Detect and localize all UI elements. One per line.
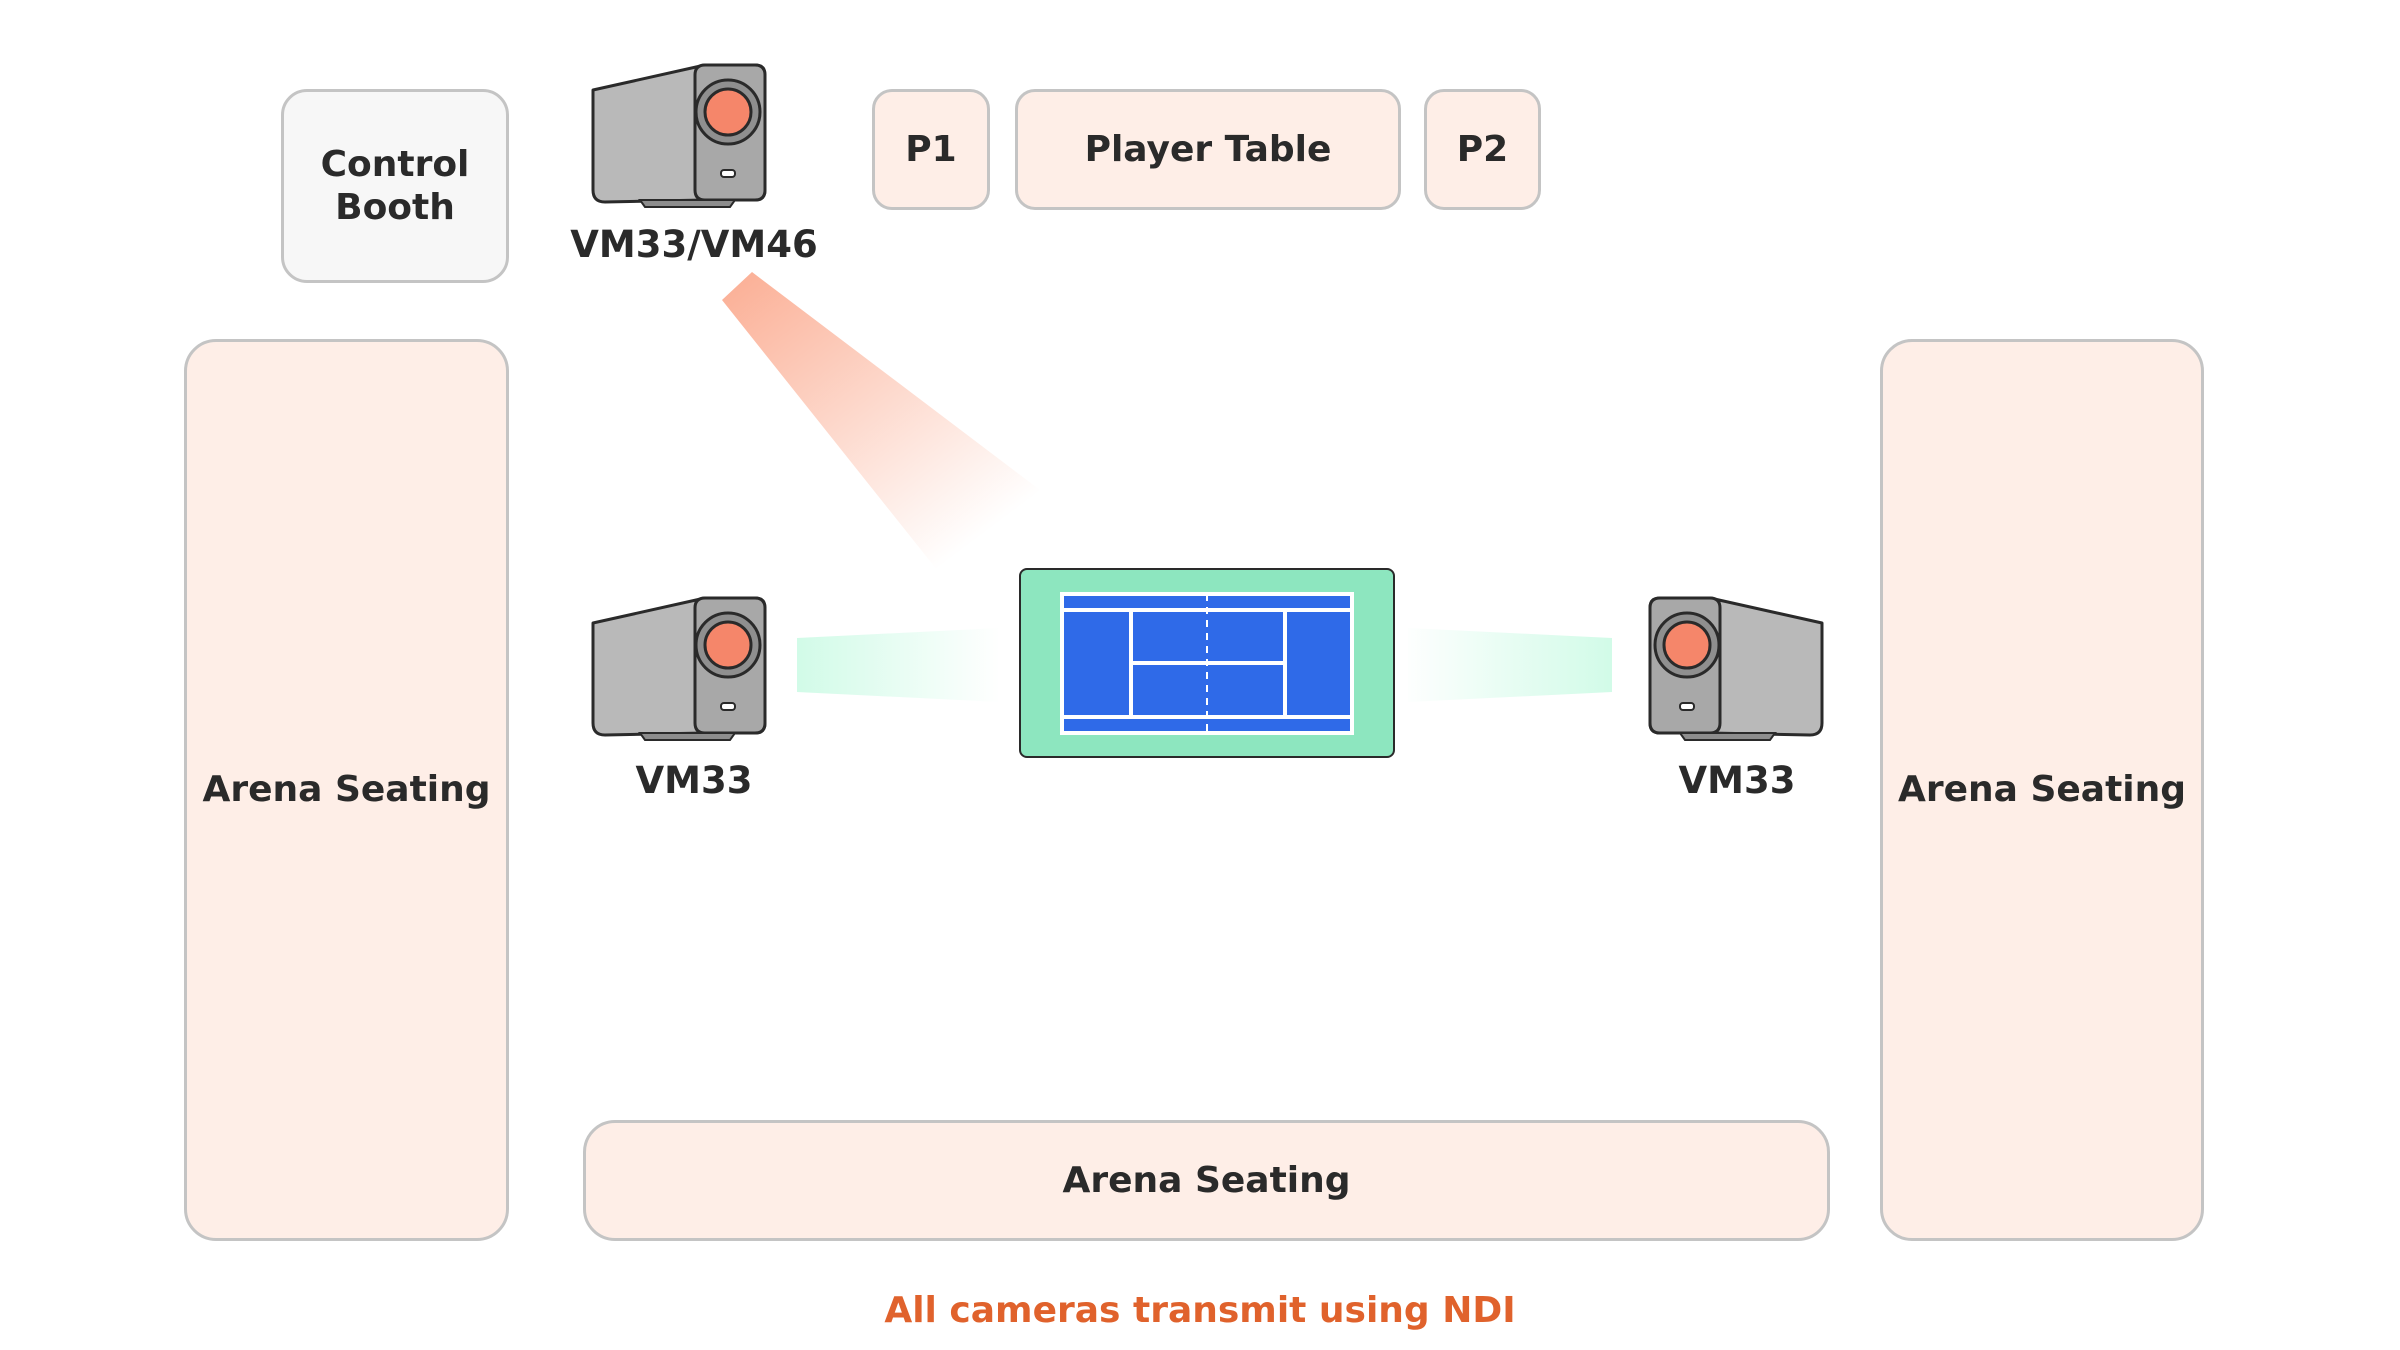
footer-note: All cameras transmit using NDI	[884, 1290, 1516, 1331]
arena-seating-right: Arena Seating	[1880, 339, 2204, 1241]
player-table-box: Player Table	[1015, 89, 1401, 210]
arena-seating-right-label: Arena Seating	[1897, 769, 2187, 811]
control-booth: Control Booth	[281, 89, 509, 283]
arena-seating-bottom-label: Arena Seating	[1062, 1159, 1351, 1201]
camera-icon	[1648, 596, 1824, 741]
camera-left-label: VM33	[635, 759, 753, 802]
left-camera-beam	[797, 628, 1000, 702]
control-booth-label-line1: Control	[320, 143, 470, 185]
player-p2-label: P2	[1456, 128, 1509, 170]
camera-top-label: VM33/VM46	[570, 223, 818, 266]
top-camera-beam	[722, 272, 1040, 580]
player-p1-box: P1	[872, 89, 990, 210]
player-p1-label: P1	[905, 128, 957, 170]
arena-seating-bottom: Arena Seating	[583, 1120, 1830, 1241]
player-p2-box: P2	[1424, 89, 1541, 210]
camera-right-label: VM33	[1678, 759, 1796, 802]
control-booth-label-line2: Booth	[335, 187, 455, 228]
player-table-label: Player Table	[1084, 128, 1332, 170]
right-camera-beam	[1408, 628, 1612, 702]
camera-icon	[591, 63, 767, 208]
arena-seating-left: Arena Seating	[184, 339, 509, 1241]
arena-seating-left-label: Arena Seating	[202, 769, 491, 811]
camera-icon	[591, 596, 767, 741]
